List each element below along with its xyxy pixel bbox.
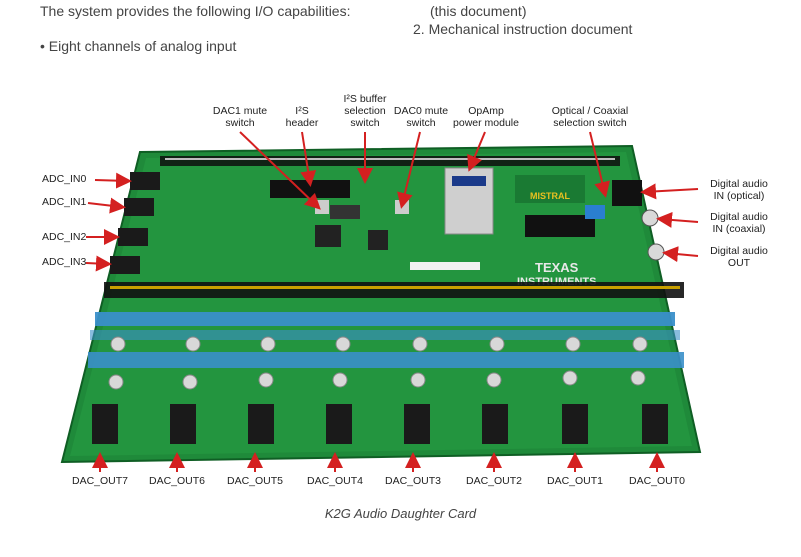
arrow-adc0 [94, 172, 132, 189]
dac-jack-1 [562, 404, 588, 444]
label-dac-out5: DAC_OUT5 [226, 475, 283, 487]
capacitor-row-bottom [88, 352, 684, 368]
top-header-strip [160, 156, 620, 166]
arrow-adc3 [85, 255, 112, 272]
arrow-optical-coax [589, 131, 610, 198]
label-dac-out4: DAC_OUT4 [306, 475, 363, 487]
mistral-logo-text: MISTRAL [530, 191, 570, 201]
right-column-line2: 2. Mechanical instruction document [413, 21, 633, 37]
dac-jack-2 [482, 404, 508, 444]
label-dac-out7: DAC_OUT7 [71, 475, 128, 487]
dac-jack-4 [326, 404, 352, 444]
ti-logo-text: TEXAS [535, 260, 579, 275]
dac-jack-3 [404, 404, 430, 444]
arrow-digital-out [662, 246, 699, 263]
dac-jack-5 [248, 404, 274, 444]
i2s-header-block [270, 180, 350, 198]
optical-connector [612, 180, 642, 206]
label-dac-out3: DAC_OUT3 [384, 475, 441, 487]
capacitor-row-top [95, 312, 675, 326]
coaxial-out-connector [647, 243, 665, 261]
dac-jack-0 [642, 404, 668, 444]
adc-jack-0 [130, 172, 160, 190]
coaxial-in-connector [641, 209, 659, 227]
arrow-adc1 [87, 197, 126, 214]
jumper-row [104, 282, 684, 298]
arrow-opamp [467, 131, 486, 172]
arrow-i2s-header [300, 131, 317, 187]
label-dac-out1: DAC_OUT1 [546, 475, 603, 487]
arrow-dac0-mute [397, 131, 421, 209]
label-adc-in3: ADC_IN3 [42, 256, 87, 268]
adc-jack-1 [124, 198, 154, 216]
figure-caption: K2G Audio Daughter Card [324, 506, 477, 521]
dac-jack-6 [170, 404, 196, 444]
arrow-digital-coaxial [656, 211, 699, 228]
label-dac-out2: DAC_OUT2 [465, 475, 522, 487]
label-adc-in2: ADC_IN2 [42, 231, 87, 243]
adc-jack-2 [118, 228, 148, 246]
right-column-line1: (this document) [430, 3, 527, 19]
label-dac-out0: DAC_OUT0 [628, 475, 685, 487]
arrow-dac1-mute [239, 131, 321, 210]
label-adc-in1: ADC_IN1 [42, 196, 87, 208]
dac-jack-7 [92, 404, 118, 444]
label-adc-in0: ADC_IN0 [42, 173, 87, 185]
adc-jack-3 [110, 256, 140, 274]
label-dac-out6: DAC_OUT6 [148, 475, 205, 487]
arrow-digital-optical [640, 183, 699, 200]
intro-line: The system provides the following I/O ca… [40, 3, 351, 19]
intro-bullet: • Eight channels of analog input [40, 38, 237, 54]
